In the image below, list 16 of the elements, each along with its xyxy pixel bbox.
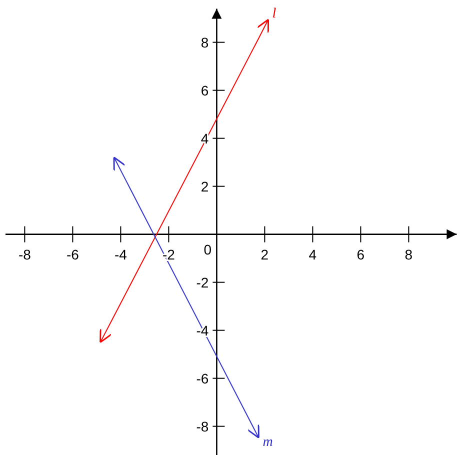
tick-label: -8 (196, 418, 209, 434)
tick-label: 6 (356, 246, 365, 262)
tick-label: -2 (196, 274, 209, 290)
tick-label: -6 (196, 370, 209, 386)
tick-label: -6 (66, 246, 79, 262)
origin-label: 0 (204, 241, 212, 258)
tick-label: 6 (200, 82, 209, 98)
line-name: m (262, 434, 273, 450)
tick-label: 4 (308, 246, 317, 262)
tick-label: 2 (200, 178, 209, 194)
tick-label: -8 (18, 246, 31, 262)
tick-label: 8 (404, 246, 413, 262)
tick-label: 2 (260, 246, 269, 262)
tick-label: -4 (114, 246, 127, 262)
line-name: l (272, 6, 276, 22)
tick-label: 8 (200, 34, 209, 50)
